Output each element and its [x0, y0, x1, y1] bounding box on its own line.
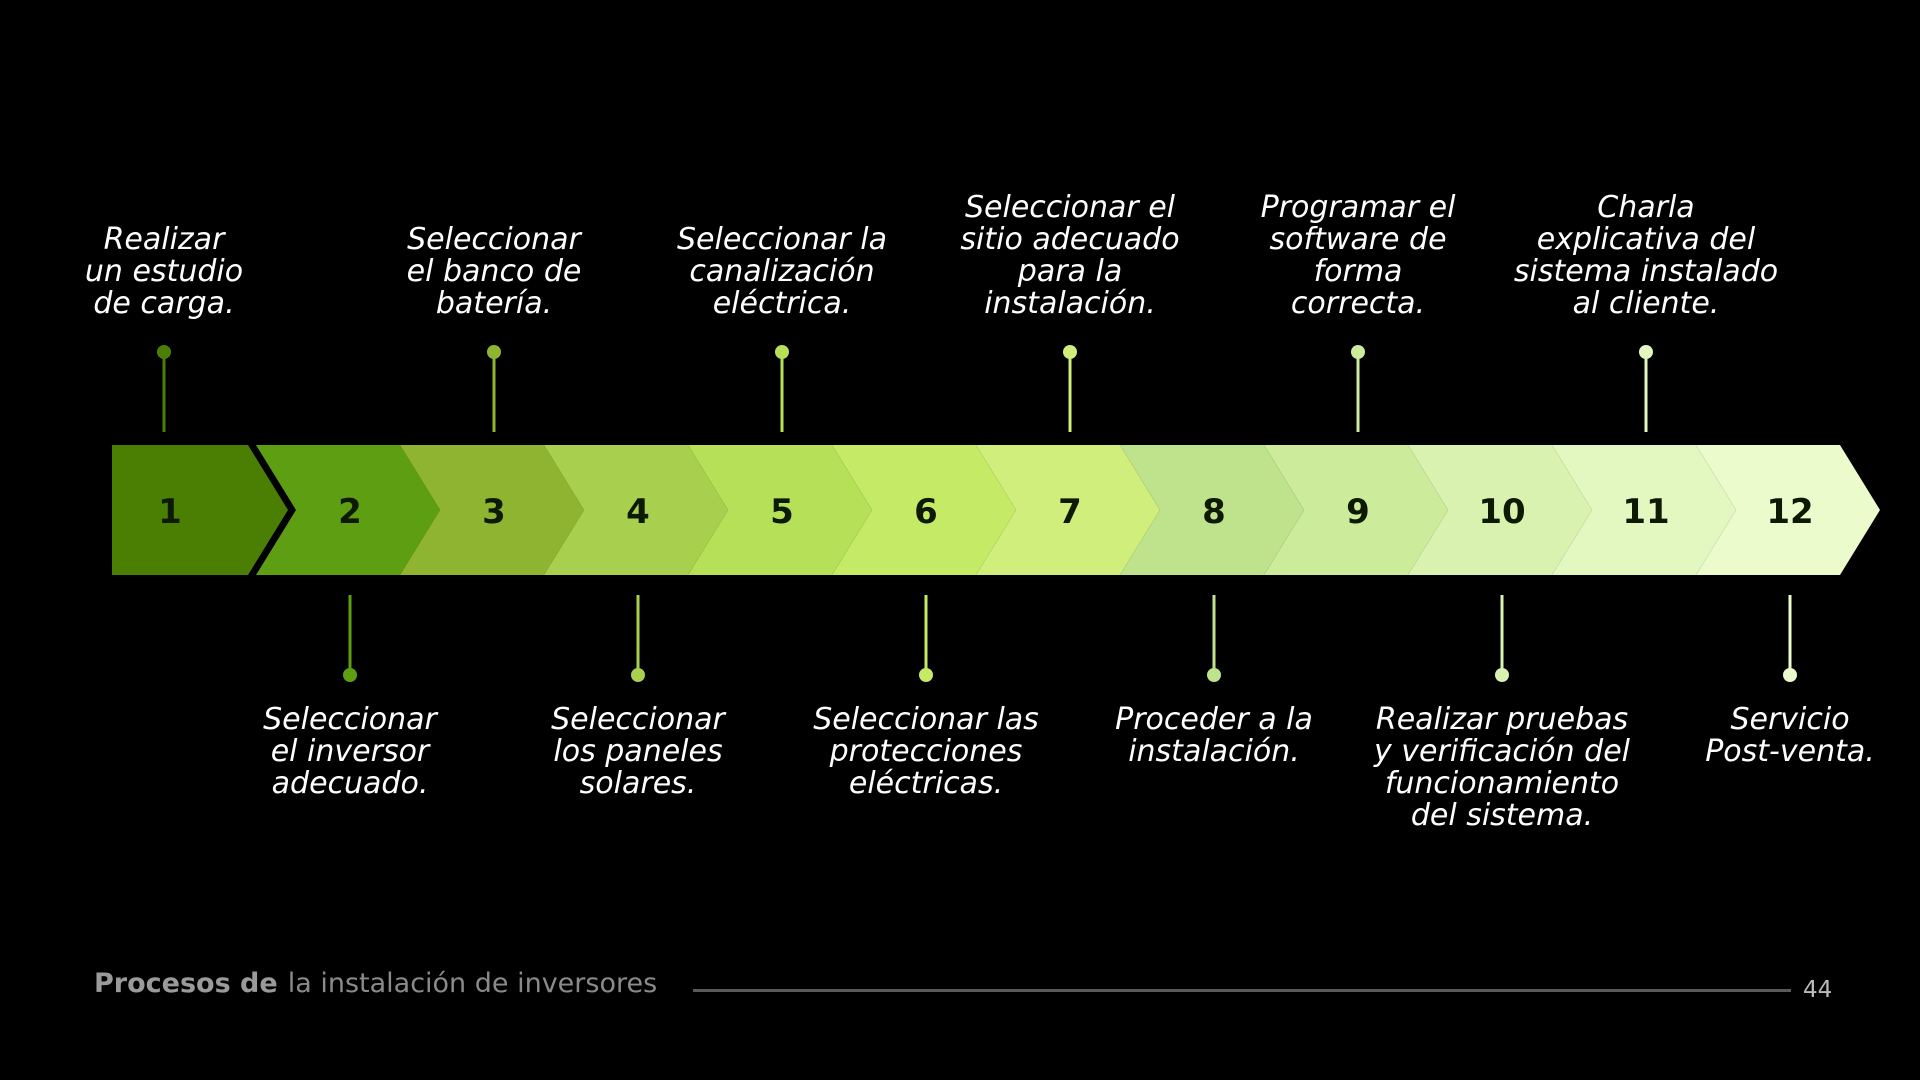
step-label-line: correcta.	[1290, 286, 1426, 321]
connector-dot-3	[487, 345, 501, 359]
step-label-line: los paneles	[553, 734, 723, 769]
step-label-line: protecciones	[829, 734, 1023, 769]
step-label-line: Programar el	[1260, 190, 1456, 225]
connector-dot-7	[1063, 345, 1077, 359]
chevron-step-12	[1696, 445, 1880, 575]
step-number-5: 5	[770, 492, 794, 532]
step-label-line: para la	[1017, 254, 1123, 289]
connector-dot-2	[343, 668, 357, 682]
connector-dot-4	[631, 668, 645, 682]
step-number-10: 10	[1478, 492, 1525, 532]
step-label-line: batería.	[435, 286, 553, 321]
chevron-step-1	[112, 445, 288, 575]
step-label-line: eléctricas.	[848, 766, 1004, 801]
chevron-step-4	[544, 445, 728, 575]
step-label-line: Seleccionar	[407, 222, 581, 257]
chevron-step-2	[256, 445, 440, 575]
step-number-6: 6	[914, 492, 938, 532]
step-number-9: 9	[1346, 492, 1370, 532]
footer-title-rest: la instalación de inversores	[287, 968, 658, 999]
step-label-line: al cliente.	[1572, 286, 1720, 321]
step-label-line: software de	[1269, 222, 1447, 257]
step-label-line: Seleccionar	[551, 702, 725, 737]
step-label-line: un estudio	[84, 254, 244, 289]
step-label-line: explicativa del	[1536, 222, 1756, 257]
step-label-line: Realizar	[103, 222, 225, 257]
step-number-12: 12	[1766, 492, 1813, 532]
connector-dot-9	[1351, 345, 1365, 359]
step-label-line: de carga.	[93, 286, 235, 321]
connector-dot-12	[1783, 668, 1797, 682]
step-label-line: el inversor	[270, 734, 430, 769]
chevron-step-7	[976, 445, 1160, 575]
chevron-step-5	[688, 445, 872, 575]
chevron-step-6	[832, 445, 1016, 575]
step-label-line: Seleccionar las	[813, 702, 1039, 737]
chevron-step-8	[1120, 445, 1304, 575]
chevron-step-3	[400, 445, 584, 575]
step-label-line: instalación.	[1128, 734, 1300, 769]
connector-dot-5	[775, 345, 789, 359]
page-number: 44	[1803, 977, 1833, 1003]
footer-title: Procesos de la instalación de inversores	[94, 968, 657, 999]
footer-divider	[693, 989, 1791, 992]
step-number-4: 4	[626, 492, 650, 532]
step-label-line: el banco de	[406, 254, 582, 289]
step-label-line: Post-venta.	[1705, 734, 1875, 769]
connector-dot-10	[1495, 668, 1509, 682]
step-label-line: sitio adecuado	[960, 222, 1180, 257]
connector-dot-1	[157, 345, 171, 359]
step-label-line: instalación.	[984, 286, 1156, 321]
chevron-step-10	[1408, 445, 1592, 575]
step-label-line: Seleccionar	[263, 702, 437, 737]
step-label-line: Seleccionar el	[964, 190, 1176, 225]
step-number-8: 8	[1202, 492, 1226, 532]
step-label-line: y verificación del	[1374, 734, 1630, 769]
step-label-line: sistema instalado	[1513, 254, 1779, 289]
step-label-line: adecuado.	[271, 766, 429, 801]
step-label-line: eléctrica.	[712, 286, 852, 321]
step-label-line: del sistema.	[1410, 798, 1594, 833]
step-label-line: Seleccionar la	[677, 222, 887, 257]
chevron-step-9	[1264, 445, 1448, 575]
step-label-line: Charla	[1597, 190, 1695, 225]
connector-dot-6	[919, 668, 933, 682]
step-number-3: 3	[482, 492, 506, 532]
connector-dot-8	[1207, 668, 1221, 682]
step-label-line: canalización	[689, 254, 875, 289]
step-label-line: funcionamiento	[1384, 766, 1620, 801]
step-label-line: Realizar pruebas	[1375, 702, 1629, 737]
connector-dot-11	[1639, 345, 1653, 359]
footer-title-bold: Procesos de	[94, 968, 278, 999]
step-number-1: 1	[158, 492, 182, 532]
step-label-line: Proceder a la	[1115, 702, 1313, 737]
chevron-step-11	[1552, 445, 1736, 575]
step-label-line: forma	[1313, 254, 1403, 289]
step-number-11: 11	[1622, 492, 1669, 532]
step-number-2: 2	[338, 492, 362, 532]
step-label-line: Servicio	[1730, 702, 1850, 737]
step-label-line: solares.	[579, 766, 697, 801]
step-number-7: 7	[1058, 492, 1082, 532]
